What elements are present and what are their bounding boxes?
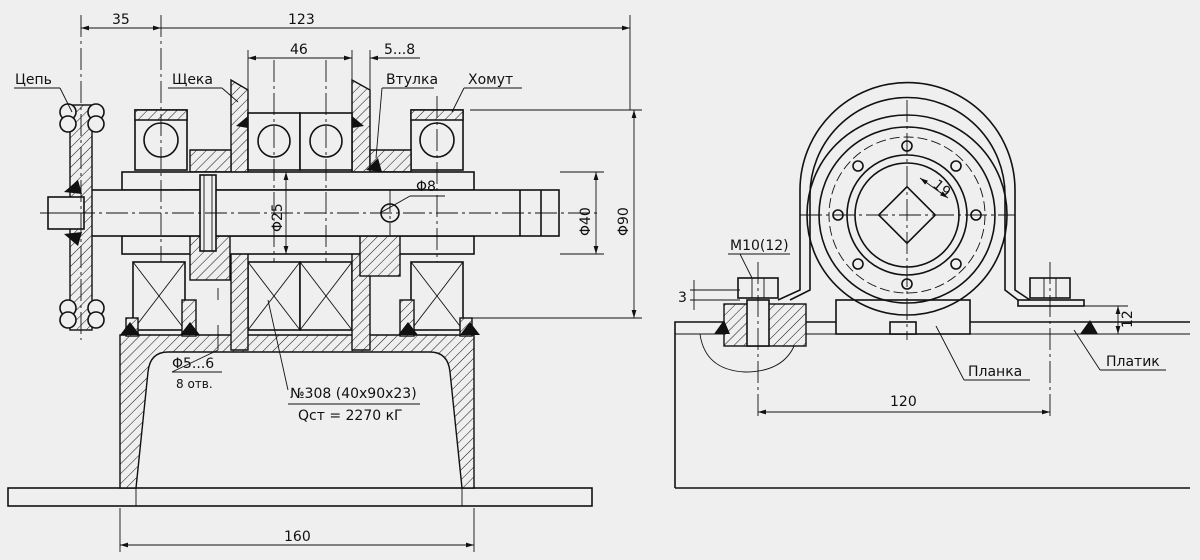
dimension-lines bbox=[81, 15, 642, 552]
dim-160: 160 bbox=[284, 529, 311, 545]
side-dimensions bbox=[690, 177, 1166, 415]
dim-3: 3 bbox=[678, 290, 687, 306]
dim-d40: Φ40 bbox=[578, 207, 594, 236]
dim-5-8: 5...8 bbox=[384, 42, 415, 58]
dim-12: 12 bbox=[1120, 310, 1136, 328]
dim-46: 46 bbox=[290, 42, 308, 58]
side-view: М10(12) 3 12 19 120 Планка Платик bbox=[674, 81, 1190, 489]
upper-bearings bbox=[134, 109, 464, 171]
side-base bbox=[674, 321, 1190, 488]
label-cheek: Щека bbox=[172, 72, 213, 88]
dim-d25: Φ25 bbox=[270, 203, 286, 232]
leader-lines bbox=[14, 87, 522, 159]
dim-bolt: М10(12) bbox=[730, 238, 789, 254]
label-bushing: Втулка bbox=[386, 72, 438, 88]
dim-123: 123 bbox=[288, 12, 315, 28]
bearing-load: Qст = 2270 кГ bbox=[298, 408, 403, 424]
welds bbox=[64, 116, 480, 335]
dim-d8: Φ8 bbox=[416, 179, 436, 195]
label-pad: Платик bbox=[1106, 354, 1160, 370]
section-view: Цепь Щека Втулка Хомут 35 123 46 5...8 Φ… bbox=[7, 12, 642, 552]
dim-19: 19 bbox=[929, 177, 953, 201]
support-frame bbox=[119, 334, 475, 489]
label-chain: Цепь bbox=[15, 72, 52, 88]
base-plate bbox=[7, 487, 593, 507]
dim-35: 35 bbox=[112, 12, 130, 28]
clamp-strap bbox=[777, 81, 1031, 301]
label-clamp: Хомут bbox=[468, 72, 513, 88]
label-plate: Планка bbox=[968, 364, 1022, 380]
dim-holes: 8 отв. bbox=[176, 377, 213, 391]
dim-d90: Φ90 bbox=[616, 207, 632, 236]
dim-d5-6: Φ5...6 bbox=[172, 356, 214, 372]
dim-120: 120 bbox=[890, 394, 917, 410]
bearing-spec: №308 (40x90x23) bbox=[290, 386, 417, 402]
rolling-elements bbox=[832, 140, 982, 290]
